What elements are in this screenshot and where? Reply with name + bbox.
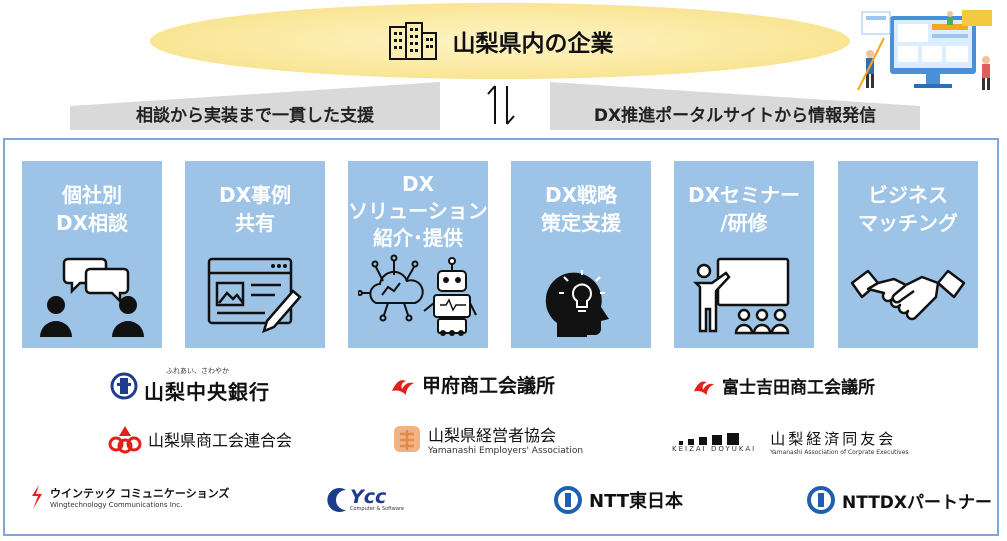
doyukai-bars-icon (679, 433, 740, 445)
service-label: DX戦略 策定支援 (541, 183, 621, 235)
ycc-name: Ycc (350, 486, 387, 508)
rengo-name: 山梨県商工会連合会 (148, 431, 293, 450)
bank-emblem-icon (110, 372, 138, 399)
service-label: DXセミナー /研修 (687, 183, 801, 235)
service-card-consultation: 個社別 DX相談 (22, 161, 162, 348)
wing-name: ウインテック コミュニケーションズ (50, 487, 230, 500)
org-fujiyoshida-chamber: 富士吉田商工会議所 (692, 373, 875, 398)
bidirectional-arrow-icon (487, 85, 515, 125)
org-keizai-doyukai: KEIZAI DOYUKAI 山梨経済同友会 Yamanashi Associa… (672, 428, 909, 456)
support-frame (3, 138, 999, 536)
presentation-icon (692, 257, 790, 335)
ycc-sub: Computer & Software (350, 506, 404, 512)
page-title: 山梨県内の企業 (452, 31, 614, 57)
service-card-matching: ビジネス マッチング (838, 161, 978, 348)
left-banner-text: 相談から実装まで一貫した支援 (136, 106, 374, 126)
portal-illustration-icon (857, 10, 992, 91)
service-label: DX事例 共有 (218, 183, 292, 235)
chamber-logo-icon (392, 379, 414, 395)
company-ellipse (150, 3, 850, 79)
service-card-case-sharing: DX事例 共有 (185, 161, 325, 348)
org-shokokai-rengo: 山梨県商工会連合会 (108, 424, 292, 454)
doyukai-mark: KEIZAI DOYUKAI (672, 445, 757, 453)
org-employers-association: 山梨県経営者協会 Yamanashi Employers' Associatio… (392, 422, 583, 456)
ntt-dx-name: NTTDXパートナー (842, 492, 993, 513)
building-icon (388, 22, 437, 60)
doyukai-sub: Yamanashi Association of Corprate Execut… (770, 449, 909, 456)
kofu-chamber-name: 甲府商工会議所 (422, 375, 556, 397)
top-title-group: 山梨県内の企業 (150, 3, 850, 79)
wing-logo-icon (32, 485, 42, 509)
service-card-solution: DX ソリューション 紹介･提供 (348, 161, 488, 348)
consultation-people-icon (40, 257, 144, 337)
employers-logo-icon (394, 426, 420, 452)
org-ntt-dx-partner: NTTDXパートナー (806, 485, 992, 515)
wing-sub: Wingtechnology Communications Inc. (50, 501, 183, 509)
service-label: DX ソリューション 紹介･提供 (348, 172, 488, 250)
bank-tagline: ふれあい、さわやか (166, 367, 229, 375)
org-kofu-chamber: 甲府商工会議所 (390, 371, 555, 398)
service-label: ビジネス マッチング (858, 183, 958, 235)
ntt-logo-icon (807, 486, 835, 514)
fujiyoshida-chamber-name: 富士吉田商工会議所 (722, 378, 875, 398)
org-ntt-east: NTT東日本 (553, 485, 683, 515)
service-card-seminar: DXセミナー /研修 (674, 161, 814, 348)
ntt-east-name: NTT東日本 (589, 491, 684, 512)
org-yamanashi-chuo-bank: ふれあい、さわやか 山梨中央銀行 (110, 366, 270, 405)
service-label: 個社別 DX相談 (55, 183, 129, 235)
org-ycc: Ycc Computer & Software (326, 487, 404, 513)
rengo-logo-icon (108, 426, 142, 454)
doyukai-name: 山梨経済同友会 (770, 430, 897, 448)
org-wingtechnology: ウインテック コミュニケーションズ Wingtechnology Communi… (30, 484, 229, 510)
chamber-logo-icon (693, 381, 715, 395)
head-lightbulb-icon (545, 270, 609, 337)
right-banner-text: DX推進ポータルサイトから情報発信 (593, 106, 877, 126)
handshake-icon (850, 269, 966, 321)
service-card-strategy: DX戦略 策定支援 (511, 161, 651, 348)
cloud-robot-icon (358, 254, 477, 336)
employers-name: 山梨県経営者協会 (428, 426, 557, 445)
ycc-swoosh-icon (327, 488, 346, 512)
employers-sub: Yamanashi Employers' Association (428, 446, 584, 456)
browser-pen-icon (207, 257, 302, 334)
left-banner: 相談から実装まで一貫した支援 (70, 82, 440, 130)
bank-name: 山梨中央銀行 (144, 380, 270, 404)
ntt-logo-icon (554, 486, 582, 514)
